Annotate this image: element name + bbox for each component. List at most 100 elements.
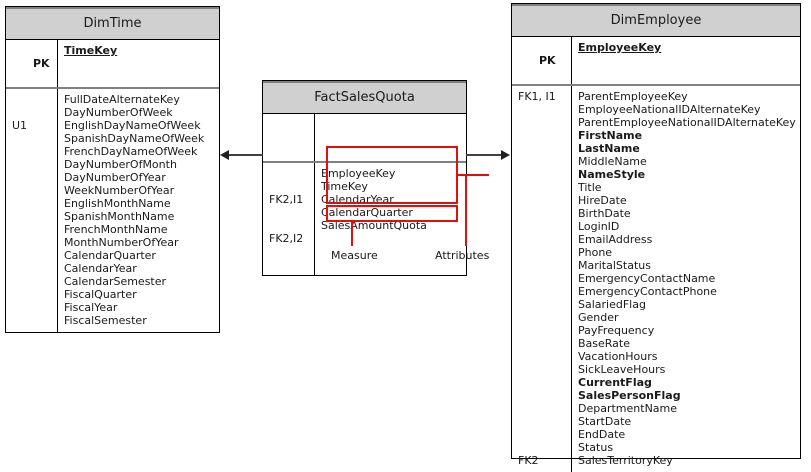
entity-title-fact-sales-quota: FactSalesQuota (263, 81, 466, 114)
field-row: SalariedFlag (578, 298, 646, 311)
field-row: SalesPersonFlag (578, 389, 681, 402)
dim-employee-pk-field: EmployeeKey (578, 41, 662, 54)
key-spacer (518, 246, 571, 259)
field-row: NameStyle (578, 168, 646, 181)
field-row: MaritalStatus (578, 259, 651, 272)
field-row: FiscalSemester (64, 314, 147, 327)
field-row: SpanishMonthName (64, 210, 175, 223)
dim-time-pk-label: PK (6, 40, 58, 87)
relationship-arrow-dim-time (220, 150, 229, 160)
key-spacer (518, 363, 571, 376)
field-row: LastName (578, 142, 640, 155)
field-row: CalendarQuarter (321, 206, 413, 219)
field-row: EmployeeNationalIDAlternateKey (578, 103, 761, 116)
key-spacer (518, 220, 571, 233)
dim-time-pk-field: TimeKey (64, 44, 118, 57)
attributes-leader-vertical (465, 174, 467, 246)
relationship-line-fact-to-dim-time (229, 154, 263, 156)
field-row: CurrentFlag (578, 376, 652, 389)
key-spacer (518, 155, 571, 168)
key-spacer (518, 168, 571, 181)
key-spacer (518, 415, 571, 428)
field-row: DepartmentName (578, 402, 678, 415)
field-row: MonthNumberOfYear (64, 236, 179, 249)
dim-employee-fk1-label: FK1, I1 (518, 90, 556, 103)
key-spacer (518, 337, 571, 350)
dim-employee-key-labels: FK1, I1 FK2 (512, 86, 572, 472)
field-row: BaseRate (578, 337, 631, 350)
entity-title-dim-employee: DimEmployee (512, 4, 800, 37)
field-row: EnglishMonthName (64, 197, 171, 210)
relationship-arrow-dim-employee (501, 150, 510, 160)
fact-sales-quota-pk-section (263, 114, 466, 163)
field-row: EmergencyContactPhone (578, 285, 717, 298)
key-spacer (518, 142, 571, 155)
field-row: CalendarYear (64, 262, 137, 275)
field-row: EndDate (578, 428, 626, 441)
entity-dim-employee[interactable]: DimEmployee PK EmployeeKey FK1, I1 FK2 P… (511, 3, 801, 472)
key-spacer (518, 207, 571, 220)
entity-fact-sales-quota[interactable]: FactSalesQuota FK2,I1 FK2,I2 EmployeeKey… (262, 80, 467, 276)
field-row: LoginID (578, 220, 620, 233)
field-row: ParentEmployeeNationalIDAlternateKey (578, 116, 796, 129)
key-spacer (518, 129, 571, 142)
attributes-highlight-box (326, 146, 458, 204)
relationship-line-fact-to-dim-employee (466, 154, 502, 156)
field-row: Gender (578, 311, 619, 324)
measure-leader-line (351, 222, 353, 246)
field-row: BirthDate (578, 207, 631, 220)
field-row: FirstName (578, 129, 643, 142)
key-spacer (518, 389, 571, 402)
dim-time-key-labels: U1 (6, 89, 58, 332)
key-spacer (518, 324, 571, 337)
field-row: Phone (578, 246, 613, 259)
attributes-annotation-label: Attributes (435, 249, 490, 262)
field-row: FiscalQuarter (64, 288, 137, 301)
dim-employee-pk-label: PK (512, 37, 572, 84)
field-row: FrenchDayNameOfWeek (64, 145, 198, 158)
key-spacer (518, 298, 571, 311)
field-row: DayNumberOfMonth (64, 158, 177, 171)
entity-dim-time[interactable]: DimTime PK TimeKey U1 FullDateAlternateK… (5, 6, 220, 333)
field-row: SalesAmountQuota (321, 219, 427, 232)
field-row: TimeKey (321, 180, 368, 193)
field-row: HireDate (578, 194, 627, 207)
key-spacer (518, 311, 571, 324)
key-spacer (518, 350, 571, 363)
field-row: CalendarQuarter (64, 249, 156, 262)
field-row: Status (578, 441, 614, 454)
key-spacer (518, 181, 571, 194)
field-row: DayNumberOfYear (64, 171, 166, 184)
field-row: EnglishDayNameOfWeek (64, 119, 201, 132)
key-spacer (518, 233, 571, 246)
key-spacer (518, 376, 571, 389)
field-row: StartDate (578, 415, 632, 428)
field-row: EmployeeKey (321, 167, 396, 180)
key-spacer (518, 428, 571, 441)
fact-sales-quota-pk-label (263, 114, 315, 161)
key-spacer (518, 285, 571, 298)
key-spacer (518, 116, 571, 129)
field-row: PayFrequency (578, 324, 655, 337)
field-row: MiddleName (578, 155, 647, 168)
entity-title-dim-time: DimTime (6, 7, 219, 40)
field-row: EmergencyContactName (578, 272, 716, 285)
field-row: SpanishDayNameOfWeek (64, 132, 205, 145)
fact-sales-quota-key-labels: FK2,I1 FK2,I2 (263, 163, 315, 275)
key-spacer (518, 194, 571, 207)
dim-employee-fk2-label: FK2 (518, 454, 539, 467)
field-row: DayNumberOfWeek (64, 106, 173, 119)
field-row: SalesTerritoryKey (578, 454, 673, 467)
key-spacer (518, 259, 571, 272)
field-row: EmailAddress (578, 233, 653, 246)
field-row: CalendarSemester (64, 275, 167, 288)
field-row: FullDateAlternateKey (64, 93, 180, 106)
field-row: Title (578, 181, 602, 194)
key-spacer (518, 103, 571, 116)
key-spacer (518, 402, 571, 415)
